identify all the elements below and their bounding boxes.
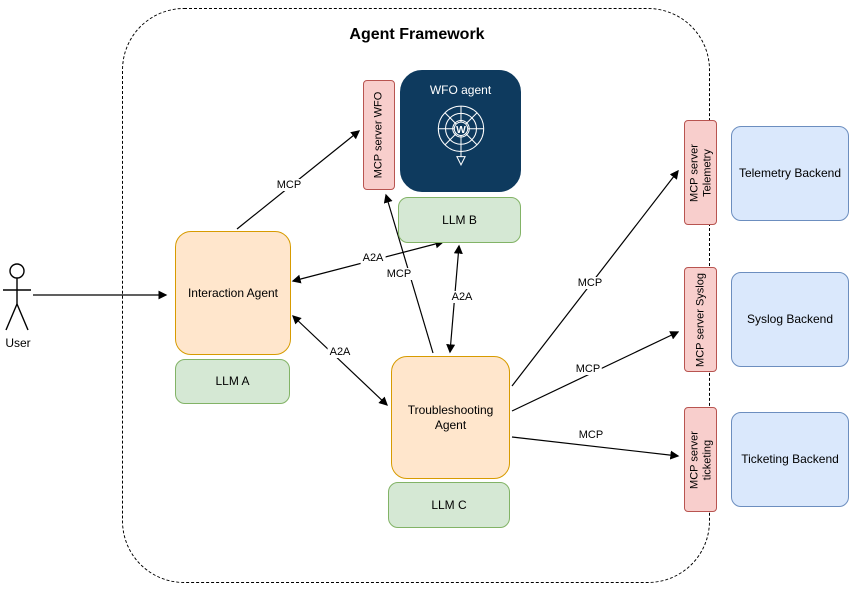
svg-text:W: W: [456, 125, 466, 136]
user-label: User: [5, 336, 31, 350]
node-label: Telemetry Backend: [738, 166, 842, 180]
edge-label-a2a: A2A: [327, 346, 353, 358]
node-llm-b: LLM B: [398, 197, 521, 243]
edge-label-mcp: MCP: [575, 277, 605, 289]
node-mcp-server-ticketing: MCP server ticketing: [684, 407, 717, 512]
edge-label-mcp: MCP: [573, 363, 603, 375]
edge-label-mcp: MCP: [576, 429, 606, 441]
diagram-title: Agent Framework: [349, 26, 485, 43]
node-label: MCP server Telemetry: [687, 143, 713, 202]
node-label: LLM B: [442, 212, 477, 227]
node-mcp-server-wfo: MCP server WFO: [363, 80, 395, 190]
node-interaction-agent: Interaction Agent: [175, 231, 291, 355]
edge-label-a2a: A2A: [360, 252, 386, 264]
edge-label-mcp: MCP: [384, 268, 414, 280]
user-figure-icon: [3, 263, 31, 331]
node-label: Ticketing Backend: [741, 452, 839, 466]
node-mcp-server-syslog: MCP server Syslog: [684, 267, 717, 372]
node-wfo-agent: WFO agent W: [400, 70, 521, 192]
node-syslog-backend: Syslog Backend: [731, 272, 849, 367]
node-label: Interaction Agent: [187, 285, 279, 300]
spider-web-icon: W: [437, 105, 484, 167]
edge-label-a2a: A2A: [449, 291, 475, 303]
node-ticketing-backend: Ticketing Backend: [731, 412, 849, 507]
edge-label-mcp: MCP: [274, 179, 304, 191]
node-label: Syslog Backend: [746, 312, 834, 326]
node-mcp-server-telemetry: MCP server Telemetry: [684, 120, 717, 225]
node-troubleshooting-agent: Troubleshooting Agent: [391, 356, 510, 479]
node-label: WFO agent: [429, 83, 492, 97]
node-label: LLM A: [215, 374, 250, 388]
node-llm-c: LLM C: [388, 482, 510, 528]
node-label: MCP server WFO: [372, 91, 385, 179]
node-label: MCP server ticketing: [687, 430, 713, 489]
node-llm-a: LLM A: [175, 359, 290, 404]
node-telemetry-backend: Telemetry Backend: [731, 126, 849, 221]
node-label: Troubleshooting Agent: [407, 402, 494, 432]
node-label: MCP server Syslog: [694, 272, 707, 367]
node-label: LLM C: [431, 497, 467, 512]
